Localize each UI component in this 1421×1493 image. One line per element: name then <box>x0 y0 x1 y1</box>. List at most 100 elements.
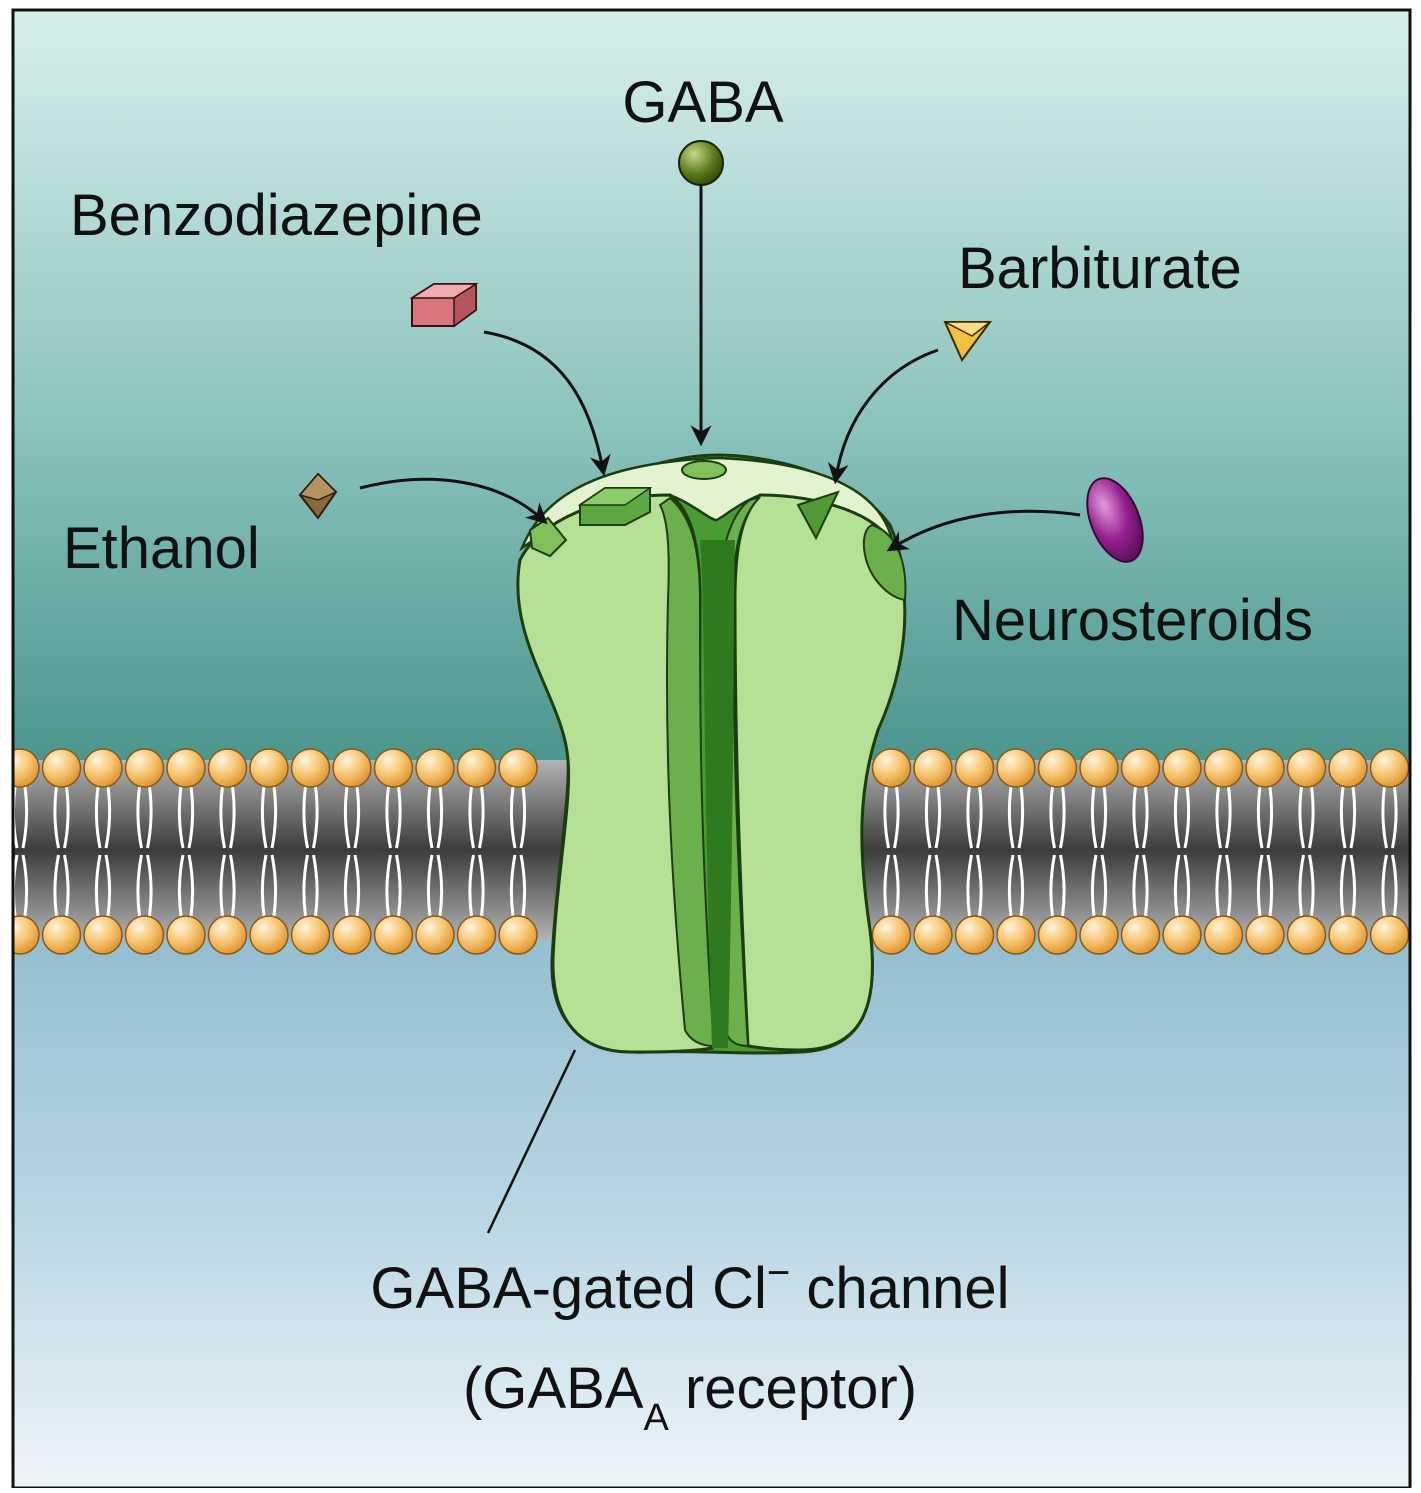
outer-leaflet-tail <box>1215 786 1222 849</box>
inner-phospholipid-head <box>1162 915 1202 955</box>
outer-leaflet-tail <box>1049 786 1056 849</box>
inner-leaflet-tail <box>468 854 475 917</box>
inner-leaflet-tail <box>478 854 485 917</box>
outer-leaflet-tail <box>136 786 143 849</box>
left-subunit-edge <box>658 496 716 1048</box>
outer-leaflet-tail <box>260 786 268 849</box>
inner-leaflet-tail <box>1100 854 1108 917</box>
outer-phospholipid-head <box>373 748 414 788</box>
benzodiazepine-label: Benzodiazepine <box>70 183 483 248</box>
lipid-bilayer <box>13 748 1410 955</box>
outer-leaflet-tail <box>509 786 517 849</box>
inner-leaflet-tail <box>94 854 102 917</box>
inner-leaflet-tail <box>976 854 983 917</box>
inner-leaflet-tail <box>104 854 112 917</box>
benzodiazepine-ligand-group <box>409 282 611 477</box>
inner-phospholipid-head <box>871 915 912 955</box>
barbiturate-arrow <box>827 348 939 485</box>
inner-phospholipid-head <box>1245 915 1285 955</box>
inner-leaflet-tail <box>1090 854 1098 917</box>
inner-phospholipid-head <box>13 915 40 955</box>
ethanol-ligand-group <box>298 472 548 525</box>
outer-leaflet-tail <box>229 786 236 849</box>
inner-leaflet-tail <box>1049 854 1056 917</box>
caption-line-1: GABA-gated Cl− channel <box>370 1251 1009 1321</box>
caption-channel-name: GABA-gated Cl <box>370 1256 767 1321</box>
outer-phospholipid-head <box>290 748 331 788</box>
inner-leaflet-tail <box>924 854 932 917</box>
outer-leaflet-tail <box>1266 786 1274 849</box>
inner-phospholipid-head <box>954 915 995 955</box>
outer-leaflet-tail <box>1225 786 1232 849</box>
inner-phospholipid-head <box>1203 915 1244 955</box>
outer-leaflet-tail <box>426 786 434 849</box>
barbiturate-ligand-top <box>944 321 993 337</box>
neurosteroid-ligand-group <box>886 477 1144 563</box>
outer-phospholipid-head <box>1162 748 1202 788</box>
outer-phospholipid-head <box>498 748 538 788</box>
gaba-ligand <box>678 140 724 186</box>
inner-leaflet-tail <box>1059 854 1066 917</box>
outer-leaflet-tail <box>1256 786 1264 849</box>
inner-phospholipid-head <box>1120 915 1161 955</box>
caption-channel-word: channel <box>790 1256 1009 1321</box>
inner-leaflet-tail <box>219 854 226 917</box>
inner-leaflet-tail <box>1349 854 1357 917</box>
outer-leaflet-tail <box>1183 786 1191 849</box>
outer-phospholipid-head <box>913 748 953 788</box>
inner-leaflet-tail <box>187 854 195 917</box>
neurosteroids-label: Neurosteroids <box>952 588 1313 653</box>
inner-leaflet-tail <box>1308 854 1315 917</box>
inner-leaflet-tail <box>146 854 153 917</box>
outer-leaflet-tail <box>1339 786 1347 849</box>
inner-leaflet-tail <box>1132 854 1139 917</box>
barbiturate-binding-site <box>796 490 840 541</box>
caption-receptor-subscript: A <box>643 1397 669 1439</box>
inner-phospholipid-head <box>332 915 372 955</box>
outer-phospholipid-head <box>415 748 455 788</box>
inner-leaflet-tail <box>1381 854 1388 917</box>
inner-phospholipid-head <box>498 915 538 955</box>
outer-phospholipid-head <box>1203 748 1244 788</box>
inner-leaflet-tail <box>426 854 434 917</box>
outer-leaflet-tail <box>21 786 29 849</box>
inner-leaflet-tail <box>136 854 143 917</box>
inner-phospholipid-head <box>207 915 248 955</box>
inner-leaflet-tail <box>270 854 278 917</box>
outer-leaflet-tail <box>1142 786 1149 849</box>
outer-phospholipid-head <box>13 748 40 788</box>
outer-phospholipid-head <box>1037 748 1078 788</box>
caption-chloride-charge: − <box>767 1251 790 1295</box>
inner-leaflet-tail <box>1142 854 1149 917</box>
outer-leaflet-tail <box>146 786 153 849</box>
outer-leaflet-tail <box>177 786 185 849</box>
outer-leaflet-tail <box>395 786 402 849</box>
outer-phospholipid-head <box>166 748 206 788</box>
inner-leaflet-tail <box>519 854 527 917</box>
outer-phospholipid-head <box>83 748 123 788</box>
barbiturate-label: Barbiturate <box>958 236 1242 301</box>
outer-leaflet-tail <box>1381 786 1388 849</box>
outer-phospholipid-head <box>124 748 165 788</box>
inner-phospholipid-head <box>83 915 123 955</box>
inner-leaflet-tail <box>1215 854 1222 917</box>
ethanol-ligand-top <box>298 472 338 501</box>
caption-line-2: (GABAA receptor) <box>463 1356 917 1439</box>
outer-leaflet-tail <box>1100 786 1108 849</box>
outer-leaflet-tail <box>219 786 226 849</box>
outer-leaflet-tail <box>1308 786 1315 849</box>
inner-leaflet-tail <box>966 854 973 917</box>
gaba-ligand-group <box>678 140 724 447</box>
outer-leaflet-tail <box>1090 786 1098 849</box>
inner-leaflet-tail <box>1256 854 1264 917</box>
caption-receptor-close: receptor) <box>669 1356 917 1421</box>
inner-leaflet-tail <box>934 854 942 917</box>
outer-leaflet-tail <box>312 786 319 849</box>
inner-leaflet-tail <box>53 854 60 917</box>
inner-leaflet-tail <box>1298 854 1305 917</box>
inner-phospholipid-head <box>1328 915 1368 955</box>
outer-leaflet-tail <box>1298 786 1305 849</box>
inner-leaflet-tail <box>1183 854 1191 917</box>
outer-leaflet-tail <box>302 786 309 849</box>
